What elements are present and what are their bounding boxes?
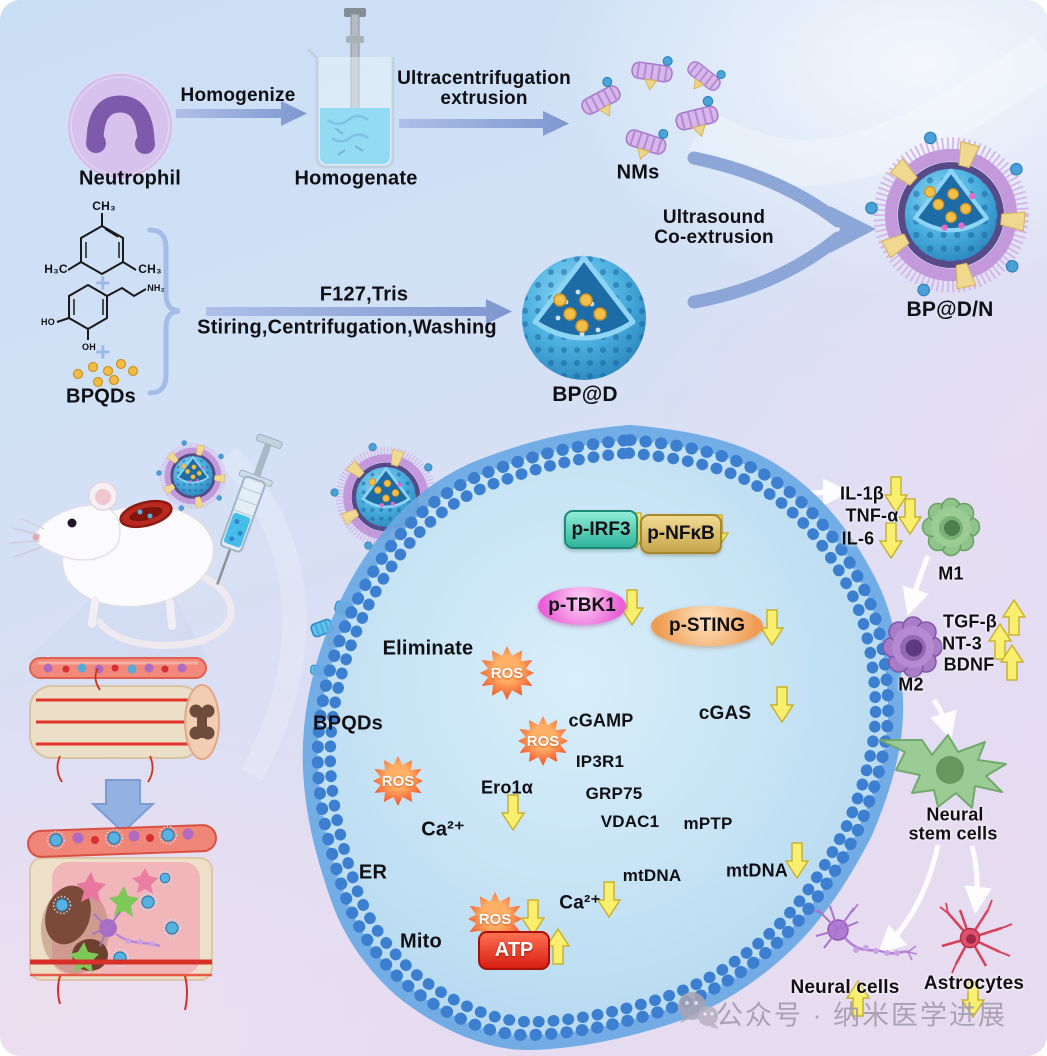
il1b-label: IL-1β (840, 483, 884, 504)
astrocyte-cell (939, 899, 1013, 974)
homogenate-label: Homogenate (294, 167, 418, 190)
neural-stem-cell (879, 734, 1007, 809)
bpdn-injected-particle (156, 440, 224, 511)
bpdn-label: BP@D/N (906, 298, 994, 321)
bpd-nanoparticle (522, 256, 646, 380)
neutrophil-cell (66, 72, 174, 180)
nsc-label-line2: stem cells (908, 823, 998, 844)
spinal-cord-healthy (29, 657, 220, 783)
bpqds-cell-label: BPQDs (313, 712, 383, 735)
mptp-label: mPTP (683, 814, 733, 833)
plus-sign: + (95, 336, 111, 367)
p-sting-badge: p-STING (651, 606, 763, 646)
vdac1-label: VDAC1 (600, 812, 660, 831)
ultracentrifugation-label-line2: extrusion (440, 88, 528, 109)
atp-badge: ATP (478, 931, 550, 970)
bpd-label: BP@D (552, 383, 618, 406)
beaker-homogenate (307, 8, 395, 169)
ultrasound-label-line1: Ultrasound (662, 207, 766, 228)
ros-label: ROS (490, 664, 524, 682)
ca-mito-label: Ca²⁺ (559, 892, 601, 914)
nms-label: NMs (616, 161, 660, 184)
neuron-cell (813, 903, 918, 961)
bpqds-label: BPQDs (66, 385, 136, 408)
m2-label: M2 (898, 674, 924, 695)
ip3r1-label: IP3R1 (575, 752, 625, 771)
ca-er-label: Ca²⁺ (421, 818, 465, 841)
mtdna-cytosol-label: mtDNA (726, 860, 788, 881)
nt3-label: NT-3 (942, 633, 982, 654)
plus-sign: + (95, 267, 111, 298)
tgfb-label: TGF-β (943, 611, 997, 632)
stirring-label: Stiring,Centrifugation,Washing (197, 316, 497, 339)
astrocytes-label: Astrocytes (923, 973, 1025, 994)
ch3-right-label: CH₃ (138, 262, 162, 276)
ch3-top-label: CH₃ (92, 199, 116, 213)
ros-label: ROS (381, 772, 415, 790)
nsc-label-line1: Neural (926, 804, 984, 825)
ros-label: ROS (526, 732, 560, 750)
spinal-cord-injured (27, 824, 217, 1011)
oh-label: OH (82, 342, 96, 352)
neural-cells-label: Neural cells (790, 977, 900, 998)
nh2-label: NH₂ (147, 283, 165, 293)
f127-tris-label: F127,Tris (319, 283, 409, 306)
regenerating-cells (52, 868, 182, 973)
neutrophil-label: Neutrophil (79, 167, 181, 190)
down-arrow-blue (90, 779, 156, 834)
cgamp-label: cGAMP (568, 710, 634, 731)
wechat-icon (678, 992, 719, 1029)
ros-label: ROS (478, 910, 512, 928)
eliminate-label: Eliminate (382, 637, 474, 660)
p-tbk1-badge: p-TBK1 (538, 587, 626, 625)
m1-macrophage (921, 497, 981, 557)
bdnf-label: BDNF (943, 654, 995, 675)
p-nfkb-badge: p-NFκB (640, 514, 722, 554)
ho-label: HO (41, 317, 55, 327)
process-arrows (176, 101, 876, 324)
er-label: ER (358, 861, 388, 884)
mouse (9, 481, 235, 649)
grp75-label: GRP75 (585, 784, 643, 803)
ero1a-label: Ero1α (480, 777, 534, 798)
chemical-structures (56, 213, 181, 396)
h3c-label: H₃C (44, 262, 68, 276)
il6-label: IL-6 (841, 528, 875, 549)
m2-macrophage (882, 616, 943, 678)
watermark-text: 公众号 · 纳米医学进展 (716, 1000, 1007, 1031)
cgas-label: cGAS (698, 703, 752, 724)
ultracentrifugation-label-line1: Ultracentrifugation (397, 68, 571, 89)
homogenize-label: Homogenize (180, 85, 296, 106)
ultrasound-label-line2: Co-extrusion (654, 227, 774, 248)
mtdna-mito-label: mtDNA (622, 866, 682, 885)
m1-label: M1 (938, 563, 964, 584)
mito-label: Mito (400, 930, 442, 953)
syringe (216, 433, 283, 585)
tnfa-label: TNF-α (845, 505, 899, 526)
p-irf3-badge: p-IRF3 (564, 510, 638, 549)
